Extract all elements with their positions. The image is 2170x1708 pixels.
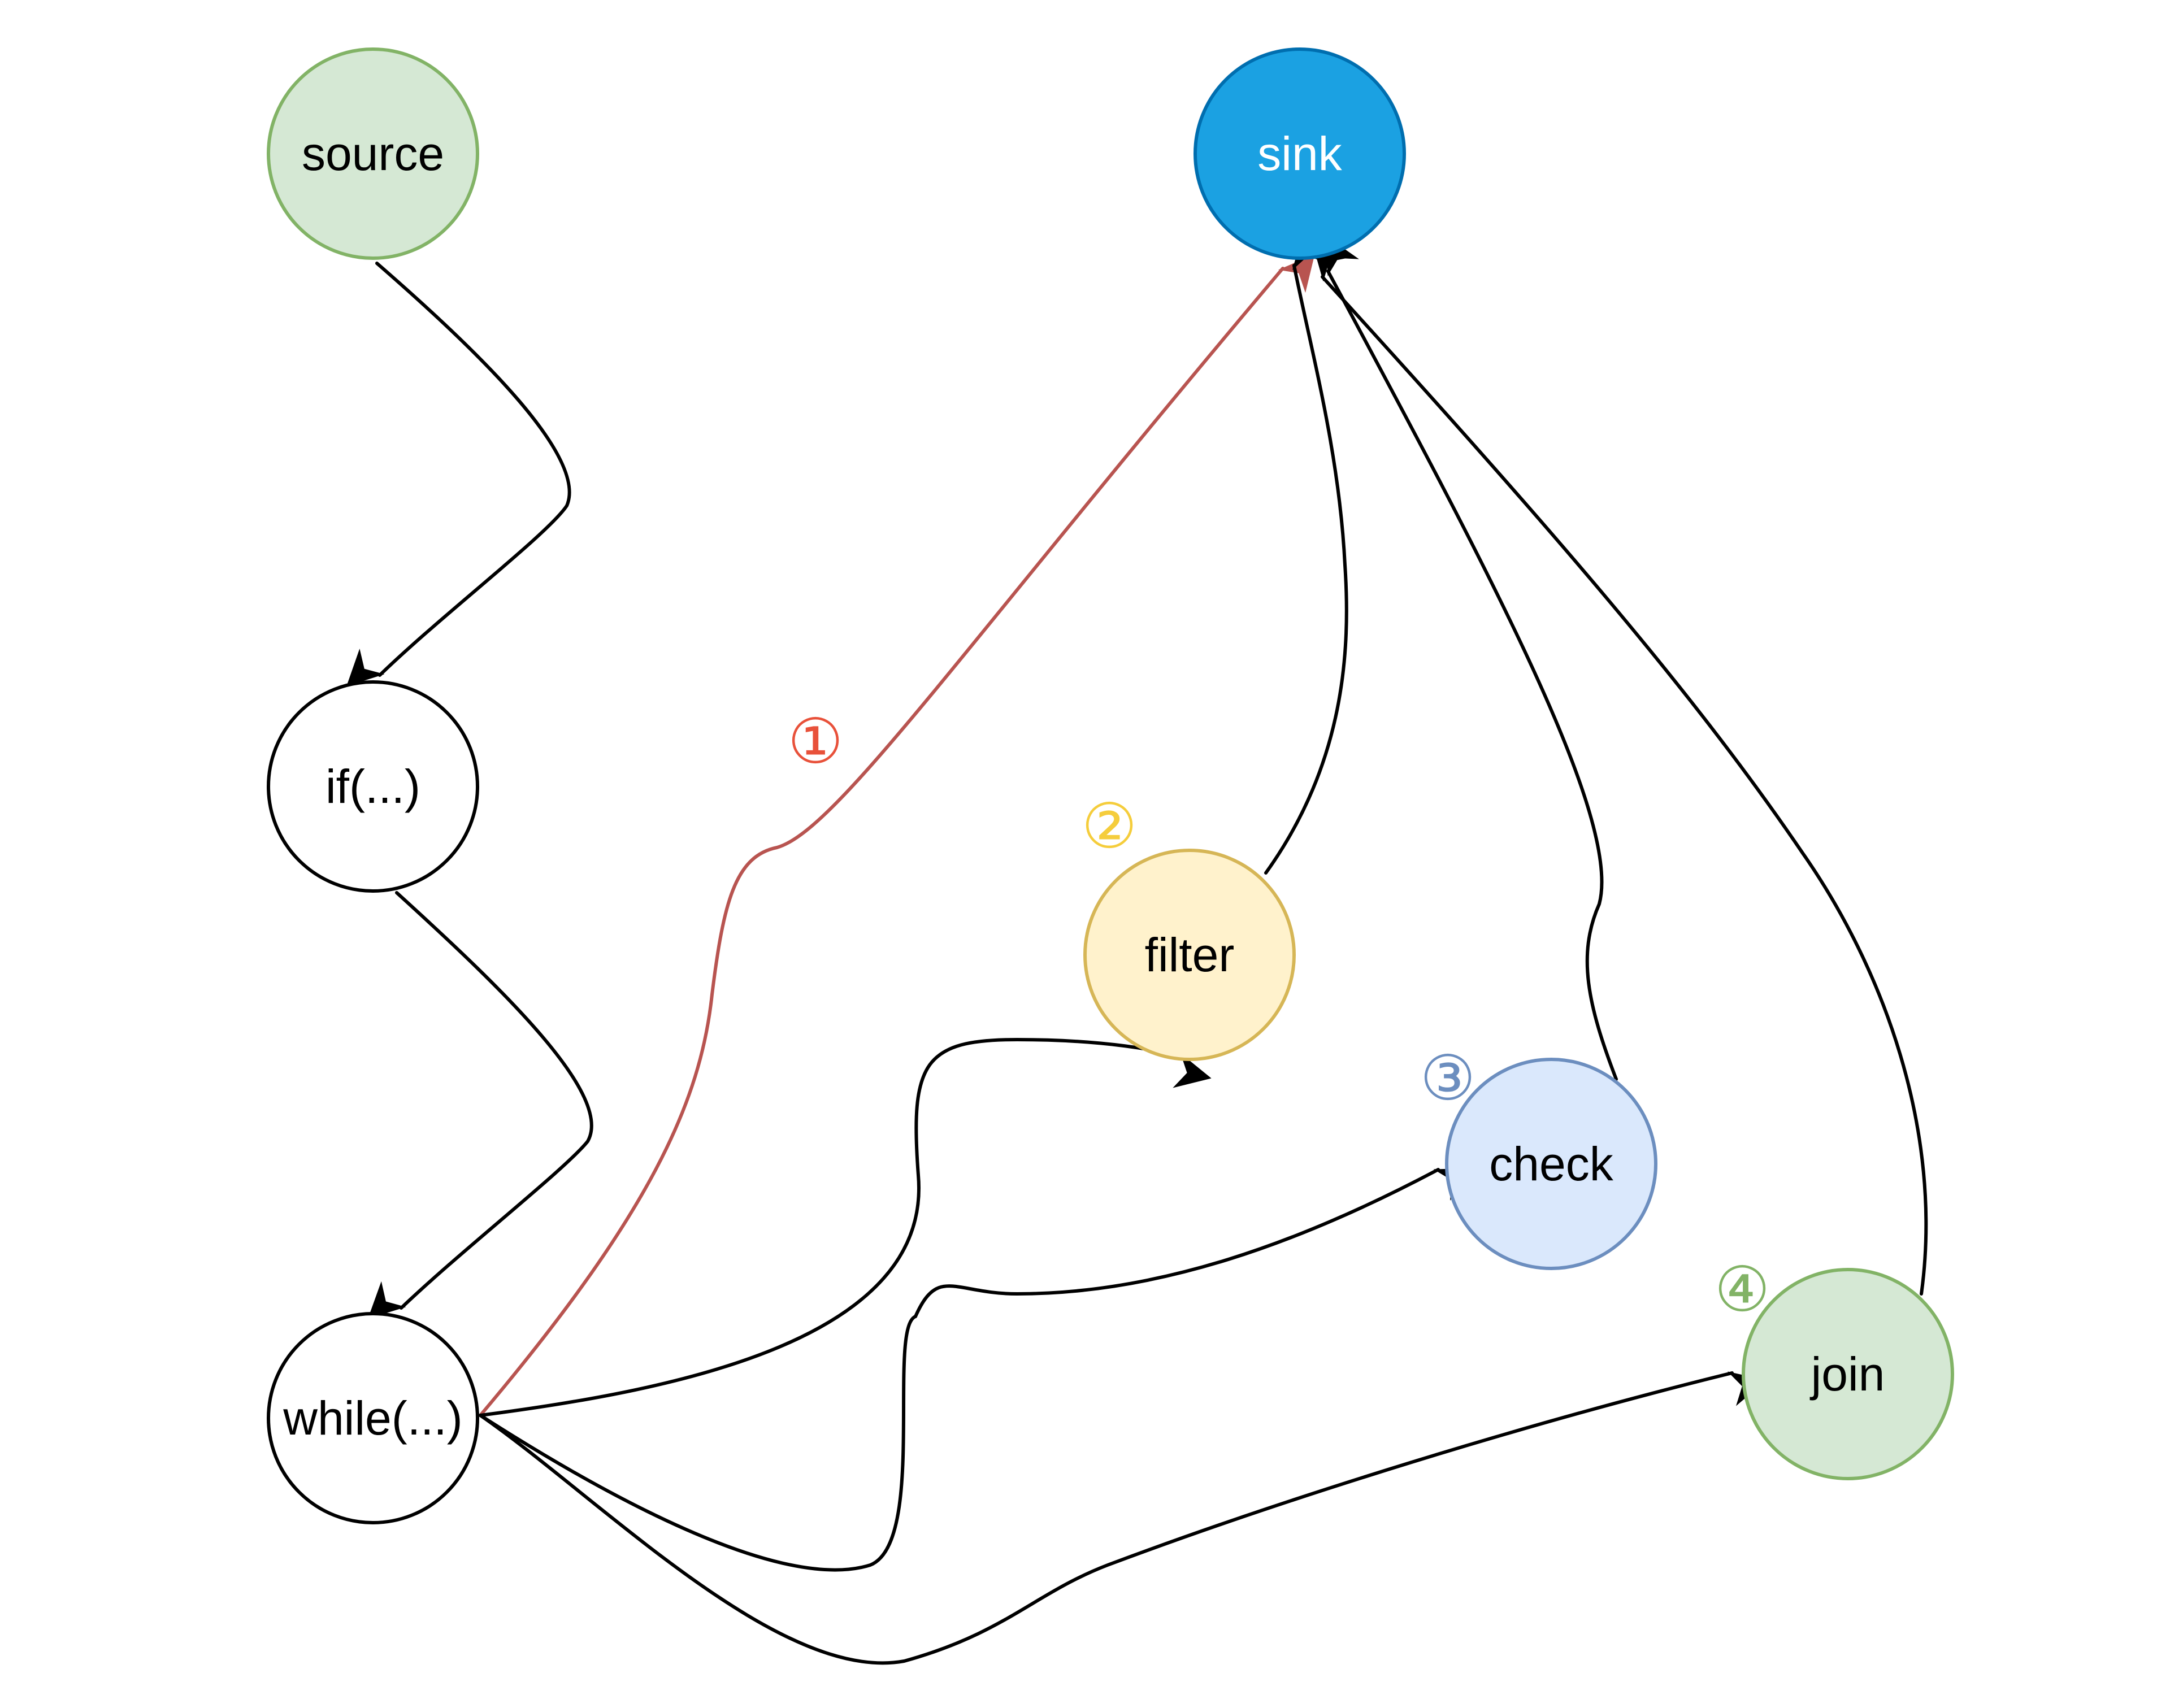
marker-3: ③ <box>1420 1042 1476 1114</box>
edge-while-to-filter[interactable] <box>479 1037 1212 1417</box>
edge-filter-to-sink[interactable] <box>1264 231 1348 875</box>
node-while[interactable]: while(...) <box>267 1312 479 1524</box>
edges <box>346 231 1928 1665</box>
edge-source-to-if[interactable] <box>346 262 571 686</box>
node-check[interactable]: check <box>1445 1058 1657 1270</box>
node-if[interactable]: if(...) <box>267 680 479 893</box>
node-if-label: if(...) <box>326 760 420 813</box>
edge-while-to-check[interactable] <box>479 1168 1473 1572</box>
node-source-label: source <box>302 127 444 180</box>
marker-1: ① <box>788 705 844 777</box>
edge-if-to-while[interactable] <box>367 891 593 1319</box>
marker-2: ② <box>1082 790 1138 862</box>
edge-check-to-sink[interactable] <box>1326 236 1618 1081</box>
node-check-label: check <box>1489 1137 1613 1190</box>
edge-while-to-sink[interactable] <box>479 254 1315 1417</box>
edge-join-to-sink[interactable] <box>1312 243 1928 1296</box>
node-join-label: join <box>1809 1348 1885 1401</box>
node-source[interactable]: source <box>267 47 479 260</box>
node-filter-label: filter <box>1145 928 1235 981</box>
node-sink[interactable]: sink <box>1194 47 1406 260</box>
node-join[interactable]: join <box>1742 1268 1954 1480</box>
marker-4: ④ <box>1715 1253 1770 1325</box>
node-while-label: while(...) <box>283 1392 462 1445</box>
node-filter[interactable]: filter <box>1083 849 1296 1061</box>
node-sink-label: sink <box>1257 127 1342 180</box>
edge-while-to-join[interactable] <box>479 1371 1767 1665</box>
